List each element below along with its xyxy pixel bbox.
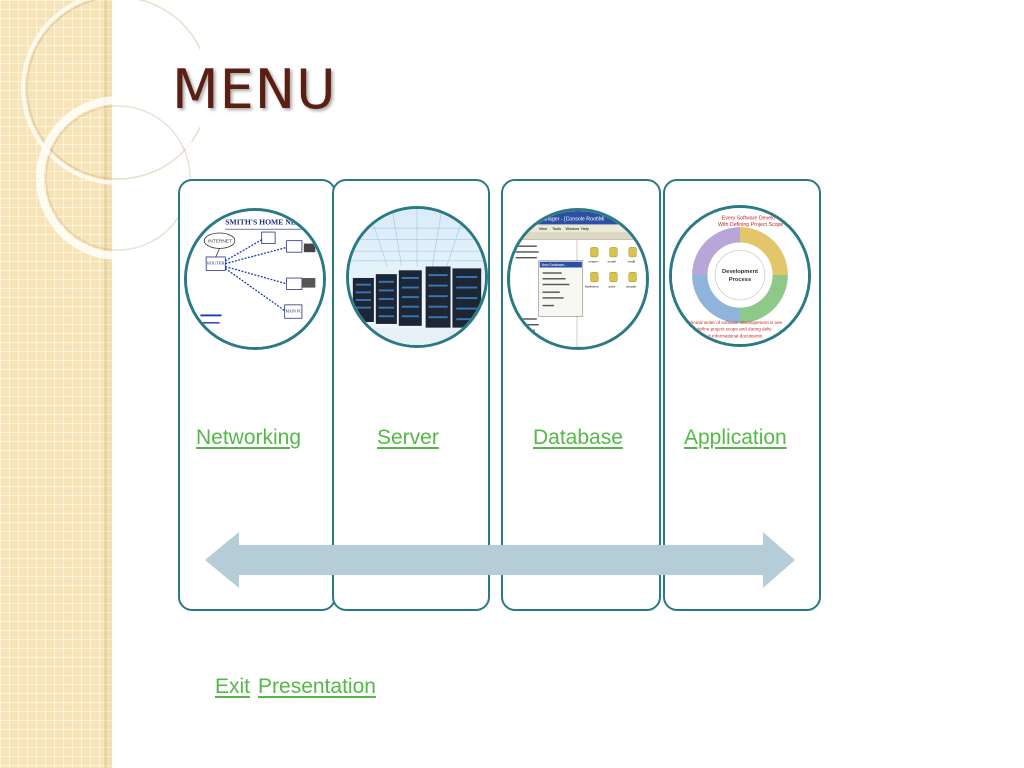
server-link[interactable]: Server <box>377 426 439 449</box>
svg-text:master: master <box>589 260 598 264</box>
svg-text:Manager - [Console Root\Mi: Manager - [Console Root\Mi <box>539 217 605 223</box>
svg-text:h informational documents.: h informational documents. <box>708 333 763 338</box>
svg-text:Every Software Develo: Every Software Develo <box>722 215 775 221</box>
database-manager-image: Manager - [Console Root\Mi View Tools Wi… <box>510 211 646 347</box>
svg-text:Help: Help <box>581 227 589 231</box>
svg-text:Window: Window <box>566 227 580 231</box>
svg-text:pubs: pubs <box>609 285 616 289</box>
application-link[interactable]: Application <box>684 426 787 449</box>
svg-text:Northwind: Northwind <box>585 285 599 289</box>
double-arrow-icon <box>205 532 795 588</box>
svg-text:With Defining Project Scope: With Defining Project Scope <box>718 222 783 228</box>
presentation-link[interactable]: Presentation <box>258 675 376 698</box>
svg-text:tempdb: tempdb <box>626 285 636 289</box>
strip-edge-shadow <box>104 0 114 768</box>
network-banner-text: SMITH'S HOME NE <box>225 217 296 226</box>
network-diagram-image: SMITH'S HOME NE INTERNET ROUTER MAIN PC <box>187 211 323 347</box>
svg-text:Process: Process <box>729 277 751 283</box>
exit-presentation-row: Exit Presentation <box>215 675 376 699</box>
exit-link[interactable]: Exit <box>215 675 251 698</box>
svg-text:define project scope and durin: define project scope and during deliv <box>697 327 772 332</box>
database-link[interactable]: Database <box>533 426 623 449</box>
decorative-rings <box>21 0 200 260</box>
svg-text:Development: Development <box>722 269 758 275</box>
server-thumbnail[interactable] <box>346 206 488 348</box>
slide-title: MENU <box>172 58 337 121</box>
svg-text:MAIN PC: MAIN PC <box>286 310 302 314</box>
networking-thumbnail[interactable]: SMITH'S HOME NE INTERNET ROUTER MAIN PC <box>184 208 326 350</box>
server-room-image <box>349 209 485 345</box>
development-process-image: Every Software Develo With Defining Proj… <box>672 208 808 344</box>
svg-text:Technical writer of software d: Technical writer of software developemen… <box>683 320 782 325</box>
svg-text:model: model <box>608 260 617 264</box>
svg-text:View: View <box>539 227 547 231</box>
svg-text:INTERNET: INTERNET <box>208 239 232 245</box>
svg-text:msdb: msdb <box>628 260 636 264</box>
networking-link[interactable]: Networking <box>196 426 302 449</box>
svg-text:ROUTER: ROUTER <box>207 261 224 266</box>
database-thumbnail[interactable]: Manager - [Console Root\Mi View Tools Wi… <box>507 208 649 350</box>
svg-text:New Database...: New Database... <box>542 263 567 267</box>
svg-text:Tools: Tools <box>552 227 561 231</box>
application-thumbnail[interactable]: Every Software Develo With Defining Proj… <box>669 205 811 347</box>
